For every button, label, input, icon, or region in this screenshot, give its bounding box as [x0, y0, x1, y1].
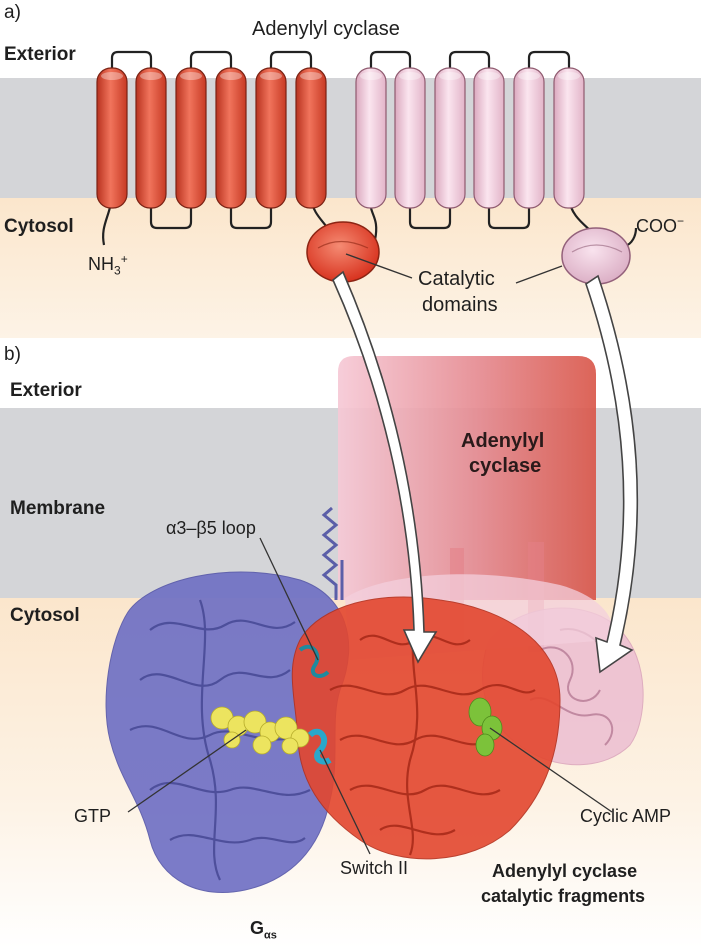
arrow-pink-domain	[585, 274, 639, 674]
n-terminus-label: NH3+	[88, 252, 128, 278]
c-terminus-label: COO−	[636, 214, 685, 236]
adenylyl-cyclase-label-line2: cyclase	[469, 455, 542, 477]
helix-8	[394, 67, 426, 209]
catalytic-leader-right	[515, 265, 563, 284]
helix-3	[175, 67, 207, 209]
gtp-label: GTP	[74, 806, 112, 826]
helix-5	[255, 67, 287, 209]
panel-a-topology	[102, 50, 638, 248]
red-helices	[96, 67, 327, 209]
panel-a-cytosol-label: Cytosol	[4, 216, 74, 237]
helix-2	[135, 67, 167, 209]
gtp-leader	[127, 729, 247, 813]
helix-1	[96, 67, 128, 209]
lipid-anchor	[321, 506, 339, 600]
catalytic-domain-pink	[561, 227, 631, 285]
panel-b-letter: b)	[4, 344, 21, 365]
panel-a-letter: a)	[4, 2, 21, 23]
panel-b-membrane-label: Membrane	[10, 498, 106, 519]
helix-11	[513, 67, 545, 209]
panel-a-title: Adenylyl cyclase	[252, 18, 400, 40]
gtp-molecule	[210, 706, 310, 755]
cyclic-amp-label: Cyclic AMP	[580, 806, 672, 826]
loop-label: α3–β5 loop	[166, 518, 256, 538]
arrow-red-domain	[332, 270, 438, 664]
catalytic-label-line2: domains	[422, 294, 498, 316]
mapping-arrows	[332, 270, 639, 674]
g-alpha-s-label: Gαs	[250, 918, 277, 942]
helix-10	[473, 67, 505, 209]
panel-b-cytosol-label: Cytosol	[10, 605, 80, 626]
helix-12	[553, 67, 585, 209]
helix-7	[355, 67, 387, 209]
catalytic-leader-left	[345, 253, 413, 279]
loop-leader	[259, 537, 319, 661]
pink-helices	[355, 67, 585, 209]
cyclic-amp	[468, 697, 503, 757]
panel-b-exterior-label: Exterior	[10, 380, 82, 401]
camp-leader	[489, 727, 613, 813]
adenylyl-cyclase-membrane-block	[338, 356, 596, 600]
catalytic-label-line1: Catalytic	[418, 268, 495, 290]
switch-leader	[319, 749, 371, 855]
adenylyl-cyclase-label-line1: Adenylyl	[461, 430, 545, 452]
helix-6	[295, 67, 327, 209]
fragments-label-line1: Adenylyl cyclase	[492, 861, 638, 881]
helix-9	[434, 67, 466, 209]
panel-a-exterior-label: Exterior	[4, 44, 76, 65]
fragments-label-line2: catalytic fragments	[481, 886, 646, 906]
alpha3-beta5-loop	[298, 644, 330, 678]
switch-ii-label: Switch II	[340, 858, 409, 878]
helix-4	[215, 67, 247, 209]
